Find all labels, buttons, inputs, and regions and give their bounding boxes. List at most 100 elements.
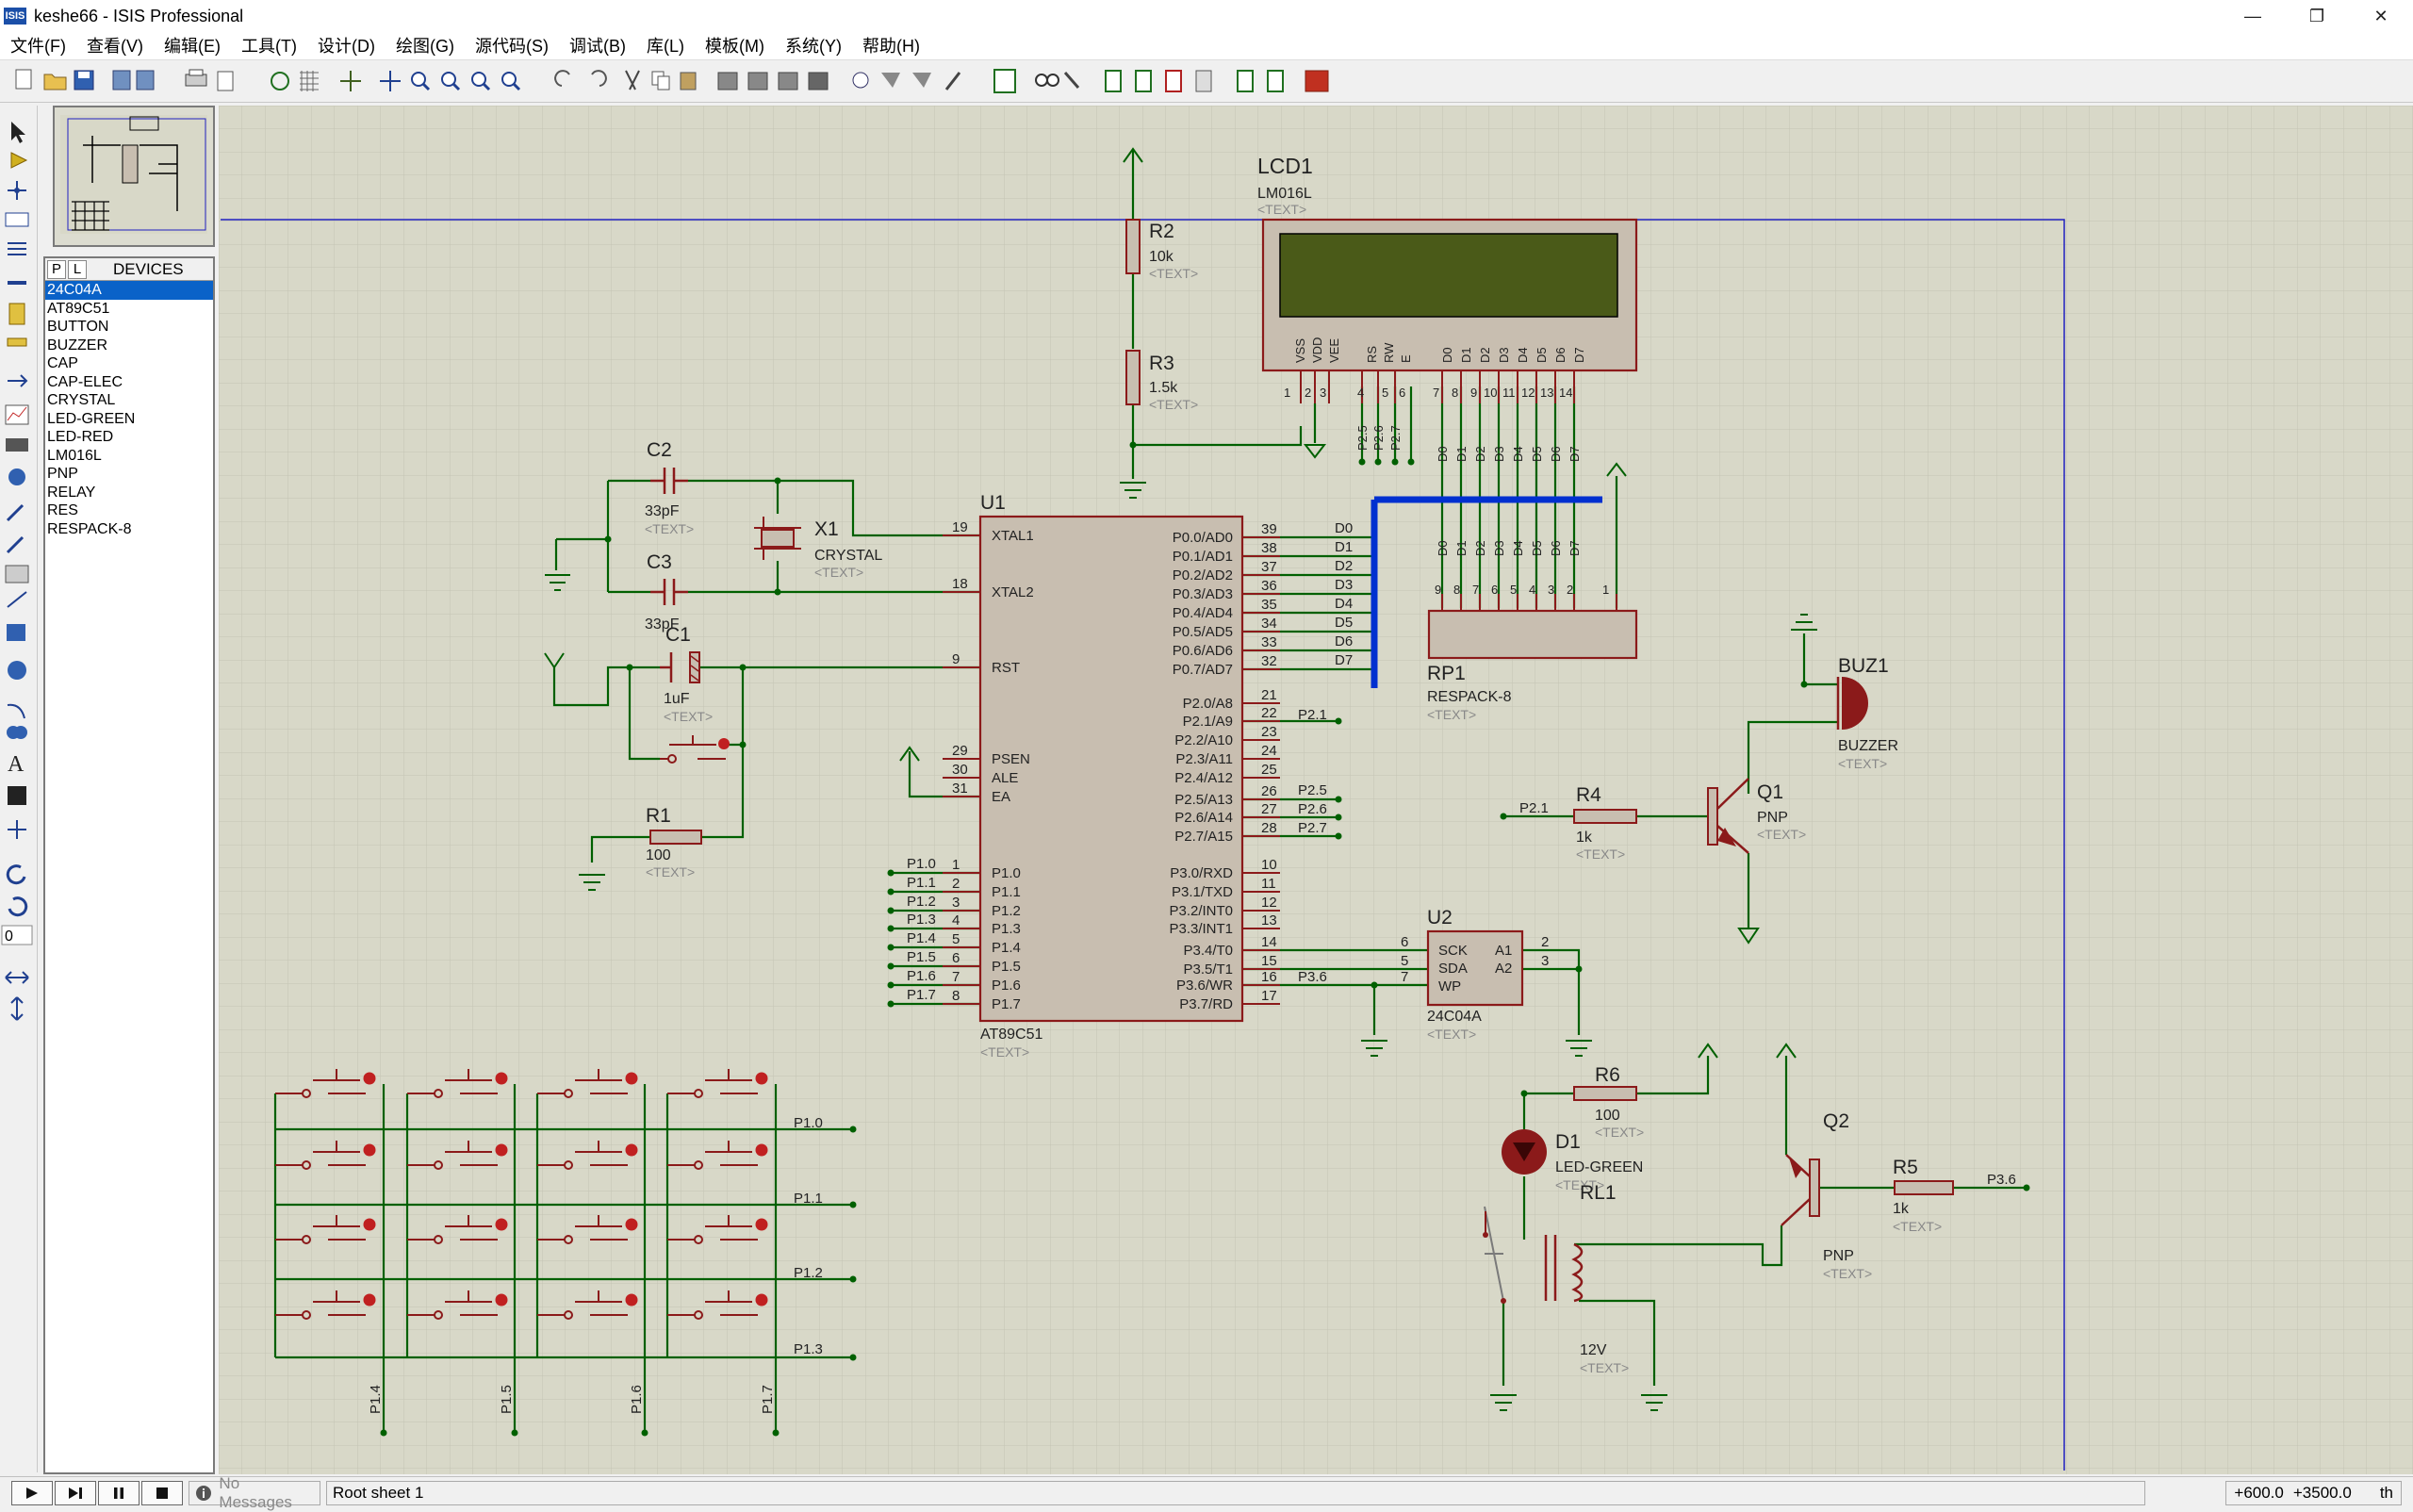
list-item[interactable]: AT89C51	[47, 300, 110, 317]
resistor-r4[interactable]: R4 1k <TEXT> P2.1	[1519, 784, 1637, 862]
keypad-button[interactable]	[407, 1215, 508, 1244]
menu-library[interactable]: 库(L)	[646, 36, 684, 56]
menu-system[interactable]: 系统(Y)	[784, 36, 842, 56]
import-icon[interactable]	[112, 70, 131, 90]
make-device-icon[interactable]	[881, 73, 900, 88]
menu-help[interactable]: 帮助(H)	[862, 36, 920, 56]
new-sheet-icon[interactable]	[1105, 70, 1122, 92]
wire-autoroute-icon[interactable]	[993, 69, 1016, 93]
selection-mode-icon[interactable]	[11, 122, 25, 143]
marker-icon[interactable]	[8, 820, 26, 839]
list-item[interactable]: RESPACK-8	[47, 520, 132, 537]
resistor-r5[interactable]: R5 1k <TEXT> P3.6	[1893, 1157, 2016, 1234]
menu-source[interactable]: 源代码(S)	[474, 36, 549, 56]
exit-sheet-icon[interactable]	[1195, 70, 1212, 92]
crystal-x1[interactable]: X1 CRYSTAL <TEXT>	[754, 517, 882, 580]
path-icon[interactable]	[7, 726, 27, 739]
close-button[interactable]: ✕	[2373, 6, 2388, 25]
export-icon[interactable]	[136, 70, 155, 90]
play-button[interactable]	[11, 1480, 53, 1505]
terminal-icon[interactable]	[7, 337, 27, 347]
bom-icon[interactable]	[1237, 70, 1254, 92]
reset-button[interactable]	[660, 735, 730, 764]
message-box[interactable]: No Messages	[189, 1474, 320, 1511]
keypad-matrix[interactable]	[275, 1069, 768, 1320]
print-icon[interactable]	[185, 69, 207, 87]
menu-file[interactable]: 文件(F)	[10, 36, 66, 56]
zoom-all-icon[interactable]	[471, 72, 491, 91]
block-delete-icon[interactable]	[808, 72, 829, 90]
list-item[interactable]: BUZZER	[47, 337, 107, 353]
origin-icon[interactable]	[340, 71, 361, 91]
buzzer-buz1[interactable]: BUZ1 BUZZER <TEXT>	[1836, 655, 1898, 771]
add-sheet-icon[interactable]	[1135, 70, 1152, 92]
menu-graph[interactable]: 绘图(G)	[395, 36, 454, 56]
minimize-button[interactable]: —	[2244, 6, 2261, 25]
component-mode-icon[interactable]	[10, 152, 28, 169]
keypad-button[interactable]	[667, 1290, 768, 1320]
list-item[interactable]: LM016L	[47, 447, 102, 464]
grid-icon[interactable]	[300, 71, 319, 91]
stop-button[interactable]	[141, 1480, 183, 1505]
list-item[interactable]: LED-RED	[47, 429, 114, 445]
pick-devices-button[interactable]: P	[47, 259, 66, 279]
block-rotate-icon[interactable]	[778, 72, 798, 90]
pick-device-icon[interactable]	[852, 72, 869, 89]
arc-icon[interactable]	[7, 703, 25, 719]
keypad-button[interactable]	[537, 1069, 638, 1098]
list-item[interactable]: BUTTON	[47, 319, 109, 335]
list-item[interactable]: 24C04A	[45, 281, 213, 300]
resistor-r2[interactable]: R2 10k <TEXT>	[1125, 219, 1198, 281]
resistor-r6[interactable]: R6 100 <TEXT>	[1573, 1064, 1644, 1140]
virtual-instrument-icon[interactable]	[5, 565, 29, 583]
junction-mode-icon[interactable]	[8, 181, 26, 200]
led-d1[interactable]: D1 LED-GREEN <TEXT>	[1502, 1129, 1643, 1192]
page-setup-icon[interactable]	[217, 71, 234, 91]
schematic-drawing[interactable]: LCD1 LM016L <TEXT> VSS VDD VEE RS RW E D…	[219, 106, 2413, 1474]
pan-icon[interactable]	[380, 71, 401, 91]
generator-icon[interactable]	[8, 468, 25, 485]
paste-icon[interactable]	[680, 72, 697, 90]
capacitor-c3[interactable]: C3 33pF	[645, 551, 688, 633]
mirror-x-icon[interactable]	[5, 971, 29, 984]
list-item[interactable]: RES	[47, 502, 78, 518]
menu-tools[interactable]: 工具(T)	[240, 36, 297, 56]
erc-icon[interactable]	[1267, 70, 1284, 92]
keypad-button[interactable]	[407, 1141, 508, 1170]
remove-sheet-icon[interactable]	[1165, 70, 1182, 92]
zoom-area-icon[interactable]	[501, 72, 521, 91]
packaging-icon[interactable]	[912, 73, 931, 88]
capacitor-c2[interactable]: C2 33pF <TEXT>	[645, 439, 694, 536]
cut-icon[interactable]	[625, 70, 640, 90]
overview-window[interactable]	[53, 106, 215, 247]
list-item[interactable]: CRYSTAL	[47, 392, 116, 408]
zoom-out-icon[interactable]	[441, 72, 461, 91]
graph-mode-icon[interactable]	[5, 404, 29, 425]
current-probe-icon[interactable]	[6, 535, 25, 554]
text-script-icon[interactable]	[8, 242, 26, 255]
zoom-in-icon[interactable]	[411, 72, 431, 91]
copy-icon[interactable]	[651, 71, 670, 90]
tape-recorder-icon[interactable]	[6, 438, 28, 452]
decompose-icon[interactable]	[944, 72, 961, 90]
ares-icon[interactable]	[1305, 70, 1329, 92]
keypad-button[interactable]	[275, 1141, 376, 1170]
undo-icon[interactable]	[554, 70, 570, 87]
menu-debug[interactable]: 调试(B)	[568, 36, 626, 56]
keypad-button[interactable]	[667, 1141, 768, 1170]
keypad-button[interactable]	[407, 1290, 508, 1320]
block-move-icon[interactable]	[747, 72, 768, 90]
wire-label-icon[interactable]	[5, 212, 29, 227]
pin-mode-icon[interactable]	[8, 374, 28, 387]
step-button[interactable]	[55, 1480, 96, 1505]
pause-button[interactable]	[98, 1480, 140, 1505]
new-file-icon[interactable]	[15, 69, 32, 90]
keypad-button[interactable]	[537, 1141, 638, 1170]
keypad-button[interactable]	[667, 1215, 768, 1244]
resistor-pack-rp1[interactable]: 9 8 7 6 5 4 3 2 1 D0 D1 D2 D3 D4 D5 D6 D…	[1427, 540, 1638, 722]
keypad-button[interactable]	[275, 1215, 376, 1244]
schematic-canvas[interactable]: LCD1 LM016L <TEXT> VSS VDD VEE RS RW E D…	[219, 106, 2413, 1474]
resistor-r1[interactable]: R1 100 <TEXT>	[646, 805, 702, 879]
property-tool-icon[interactable]	[1063, 72, 1080, 89]
circle-icon[interactable]	[8, 661, 26, 680]
